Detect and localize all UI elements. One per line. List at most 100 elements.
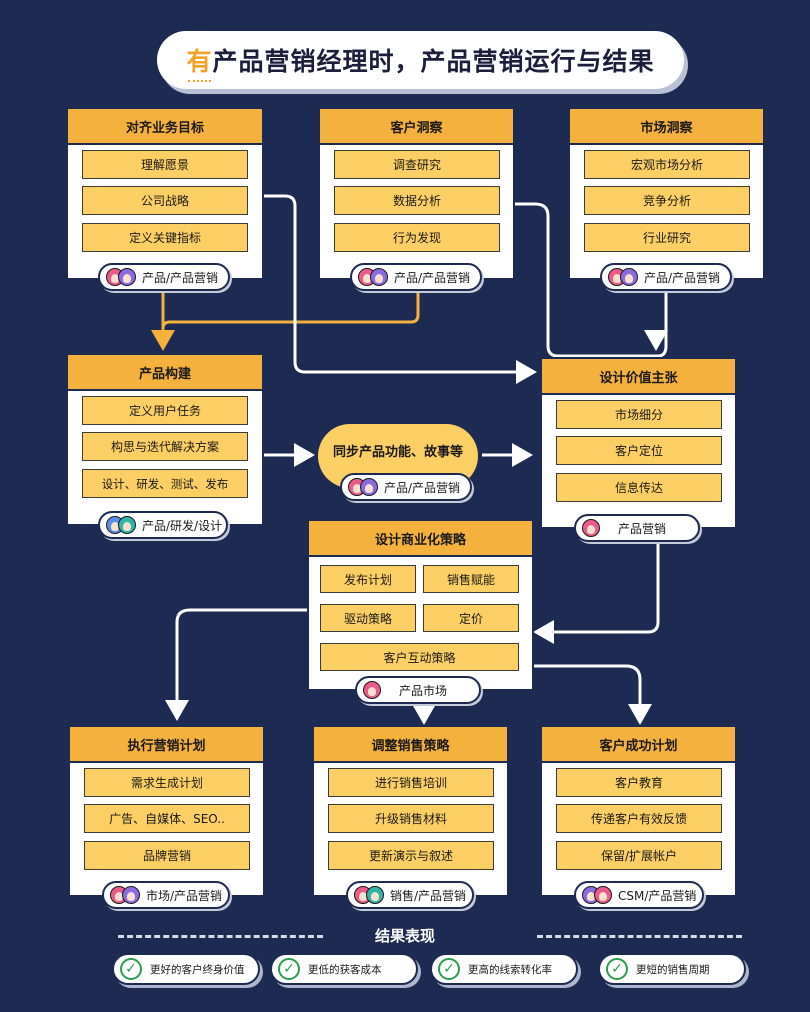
arrow-customer-to-value: [513, 202, 648, 358]
page-title: 有 产品营销经理时，产品营销运行与结果: [157, 31, 684, 89]
avatar-icon: [582, 519, 600, 537]
owner-label: 市场/产品营销: [146, 888, 223, 903]
card-title: 客户洞察: [320, 109, 513, 145]
owner-label: 产品/产品营销: [394, 270, 471, 285]
card-item: 保留/扩展帐户: [556, 841, 722, 870]
owner-badge: 产品/产品营销: [340, 473, 472, 501]
avatar-icon: [110, 886, 140, 904]
result-item: ✓ 更高的线索转化率: [430, 953, 578, 985]
card-value-proposition: 设计价值主张 市场细分 客户定位 信息传达: [540, 357, 737, 529]
owner-badge: 产品/产品营销: [350, 263, 482, 291]
result-label: 更高的线索转化率: [468, 963, 552, 976]
card-product-build: 产品构建 定义用户任务 构思与迭代解决方案 设计、研发、测试、发布: [66, 353, 264, 526]
owner-badge: 产品营销: [574, 514, 700, 542]
card-customer-insight: 客户洞察 调查研究 数据分析 行为发现: [318, 107, 515, 280]
card-item: 行业研究: [584, 223, 750, 252]
avatar-icon: [348, 478, 378, 496]
owner-label: 产品营销: [618, 521, 667, 536]
card-item: 宏观市场分析: [584, 150, 750, 179]
arrow-commercial-to-exec: [165, 608, 307, 721]
owner-badge: CSM/产品营销: [574, 881, 704, 909]
card-item: 竞争分析: [584, 186, 750, 215]
owner-badge: 市场/产品营销: [102, 881, 230, 909]
card-item: 设计、研发、测试、发布: [82, 469, 248, 498]
owner-badge: 产品/研发/设计: [98, 511, 228, 539]
card-item: 行为发现: [334, 223, 500, 252]
card-item: 信息传达: [556, 473, 722, 502]
owner-label: 产品/产品营销: [142, 270, 219, 285]
check-icon: ✓: [606, 958, 628, 980]
title-text: 产品营销经理时，产品营销运行与结果: [212, 47, 655, 76]
owner-label: 产品/产品营销: [384, 480, 461, 495]
card-item: 客户定位: [556, 436, 722, 465]
card-item: 调查研究: [334, 150, 500, 179]
card-item: 客户教育: [556, 768, 722, 797]
card-item: 品牌营销: [84, 841, 250, 870]
card-item: 市场细分: [556, 400, 722, 429]
avatar-icon: [582, 886, 612, 904]
card-item: 驱动策略: [320, 604, 416, 632]
card-title: 市场洞察: [570, 109, 763, 145]
card-commercial-strategy: 设计商业化策略 发布计划 销售赋能 驱动策略 定价 客户互动策略: [307, 519, 534, 691]
card-item: 定价: [423, 604, 519, 632]
arrow-market-to-value: [648, 292, 666, 356]
arrow-value-to-commercial: [533, 542, 660, 644]
sync-label: 同步产品功能、故事等: [332, 444, 463, 460]
check-icon: ✓: [278, 958, 300, 980]
arrow-align-to-value: [262, 194, 537, 384]
result-label: 更低的获客成本: [308, 963, 382, 976]
card-item: 广告、自媒体、SEO..: [84, 804, 250, 833]
arrow-customer-to-build: [161, 292, 420, 329]
card-title: 设计价值主张: [542, 359, 735, 395]
title-highlight: 有: [186, 42, 212, 82]
card-sales-strategy: 调整销售策略 进行销售培训 升级销售材料 更新演示与叙述: [312, 725, 509, 897]
card-item: 销售赋能: [423, 565, 519, 593]
card-customer-success: 客户成功计划 客户教育 传递客户有效反馈 保留/扩展帐户: [540, 725, 737, 897]
card-title: 执行营销计划: [70, 727, 263, 763]
card-execute-marketing: 执行营销计划 需求生成计划 广告、自媒体、SEO.. 品牌营销: [68, 725, 265, 897]
owner-badge: 产品/产品营销: [98, 263, 230, 291]
results-title: 结果表现: [374, 927, 435, 945]
card-item: 升级销售材料: [328, 804, 494, 833]
card-title: 客户成功计划: [542, 727, 735, 763]
result-item: ✓ 更低的获客成本: [270, 953, 418, 985]
check-icon: ✓: [120, 958, 142, 980]
card-item: 定义用户任务: [82, 396, 248, 425]
card-item: 公司战略: [82, 186, 248, 215]
card-title: 设计商业化策略: [309, 521, 532, 557]
owner-label: CSM/产品营销: [618, 888, 697, 903]
divider-left: [118, 935, 323, 938]
card-item: 定义关键指标: [82, 223, 248, 252]
card-market-insight: 市场洞察 宏观市场分析 竞争分析 行业研究: [568, 107, 765, 280]
result-label: 更好的客户终身价值: [150, 963, 245, 976]
owner-label: 产品/产品营销: [644, 270, 721, 285]
card-item: 构思与迭代解决方案: [82, 432, 248, 461]
arrow-commercial-to-success: [534, 664, 652, 725]
avatar-icon: [106, 268, 136, 286]
avatar-icon: [608, 268, 638, 286]
owner-badge: 产品市场: [355, 676, 481, 704]
card-item: 传递客户有效反馈: [556, 804, 722, 833]
card-title: 产品构建: [68, 355, 262, 391]
card-item: 理解愿景: [82, 150, 248, 179]
owner-label: 产品市场: [399, 683, 448, 698]
owner-label: 销售/产品营销: [390, 888, 467, 903]
divider-right: [537, 935, 742, 938]
result-label: 更短的销售周期: [636, 963, 710, 976]
card-item: 进行销售培训: [328, 768, 494, 797]
avatar-icon: [106, 516, 136, 534]
card-item: 发布计划: [320, 565, 416, 593]
result-item: ✓ 更好的客户终身价值: [112, 953, 260, 985]
owner-badge: 产品/产品营销: [600, 263, 732, 291]
card-item: 需求生成计划: [84, 768, 250, 797]
owner-label: 产品/研发/设计: [142, 518, 223, 533]
card-item: 数据分析: [334, 186, 500, 215]
card-item: 客户互动策略: [320, 643, 519, 671]
card-item: 更新演示与叙述: [328, 841, 494, 870]
result-item: ✓ 更短的销售周期: [598, 953, 746, 985]
avatar-icon: [358, 268, 388, 286]
avatar-icon: [354, 886, 384, 904]
card-align-business-goals: 对齐业务目标 理解愿景 公司战略 定义关键指标: [66, 107, 264, 280]
card-title: 调整销售策略: [314, 727, 507, 763]
